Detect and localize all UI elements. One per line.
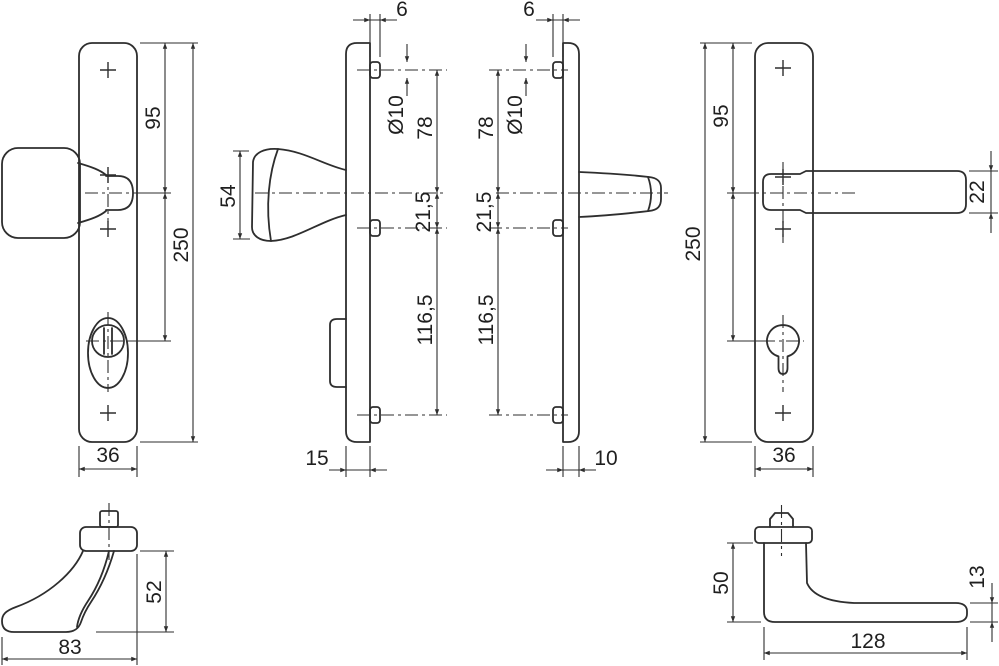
cylinder-centerline — [86, 312, 130, 392]
dim-label-52: 52 — [143, 580, 166, 603]
dim-label-50: 50 — [710, 571, 733, 594]
dim-label-10: 10 — [594, 447, 617, 470]
dim-label-95: 95 — [142, 106, 165, 129]
knob-profile-outline — [251, 148, 347, 242]
dim-label-78: 78 — [414, 116, 437, 139]
knob-neck-top-curve — [77, 162, 107, 176]
dim-label-15: 15 — [305, 447, 328, 470]
knob-horn-inner-edge — [76, 550, 110, 628]
knob-profile-inner-edge — [267, 148, 279, 242]
cylinder-centerline — [762, 315, 804, 392]
knob-head — [1, 147, 81, 239]
dim-label-116-5: 116,5 — [475, 295, 498, 346]
dims-knob-side: 6 54 Ø10 78 21,5 116,5 15 — [217, 0, 440, 477]
dims-knob-front: 95 250 36 — [78, 42, 198, 477]
lever-profile-outline — [578, 171, 662, 218]
lever-profile-end-edge — [647, 176, 652, 212]
cylinder-cover-profile — [329, 318, 347, 388]
plate-profile — [345, 42, 371, 443]
dim-label-22: 22 — [966, 180, 989, 203]
euro-cylinder-cutout — [766, 324, 800, 375]
dim-label-6: 6 — [396, 0, 408, 21]
backplate-outline — [754, 42, 814, 443]
dim-label-dia10: Ø10 — [504, 95, 527, 135]
lever-handle — [762, 170, 967, 214]
dim-label-6: 6 — [523, 0, 535, 21]
dim-label-36: 36 — [772, 444, 795, 467]
dim-label-13: 13 — [966, 565, 989, 588]
backplate-outline — [78, 42, 138, 443]
knob-horn-outline — [1, 550, 115, 633]
dim-label-83: 83 — [58, 636, 81, 659]
dim-label-21-5: 21,5 — [473, 192, 496, 233]
figure-knob-side-view: 6 54 Ø10 78 21,5 116,5 15 — [217, 0, 447, 477]
lug-centerlines — [357, 69, 447, 416]
dim-label-250: 250 — [170, 227, 193, 262]
figure-knob-profile: 52 83 — [1, 503, 174, 665]
dim-label-78: 78 — [475, 116, 498, 139]
dims-lever-side: 6 Ø10 78 21,5 116,5 10 — [473, 0, 618, 477]
dim-label-250: 250 — [682, 226, 705, 261]
figure-lever-profile: 50 128 13 — [710, 505, 998, 660]
figure-lever-front-view: 250 95 22 36 — [682, 42, 998, 477]
dims-lever-front: 250 95 22 36 — [682, 42, 998, 477]
dims-knob-profile: 52 83 — [1, 550, 174, 665]
figure-lever-side-view: 6 Ø10 78 21,5 116,5 10 — [473, 0, 668, 477]
dim-label-95: 95 — [710, 104, 733, 127]
dim-label-21-5: 21,5 — [412, 192, 435, 233]
knob-neck-bottom-curve — [77, 210, 107, 224]
lug-centerlines — [489, 69, 568, 416]
lever-grip-outline — [763, 542, 968, 623]
lever-rose-flange — [754, 526, 813, 544]
dim-label-116-5: 116,5 — [414, 295, 437, 346]
dim-label-128: 128 — [850, 630, 885, 653]
dim-label-54: 54 — [217, 184, 240, 208]
plate-profile — [562, 42, 580, 443]
dim-label-36: 36 — [96, 444, 119, 467]
dim-label-dia10: Ø10 — [385, 95, 408, 135]
dims-lever-profile: 50 128 13 — [710, 542, 998, 660]
